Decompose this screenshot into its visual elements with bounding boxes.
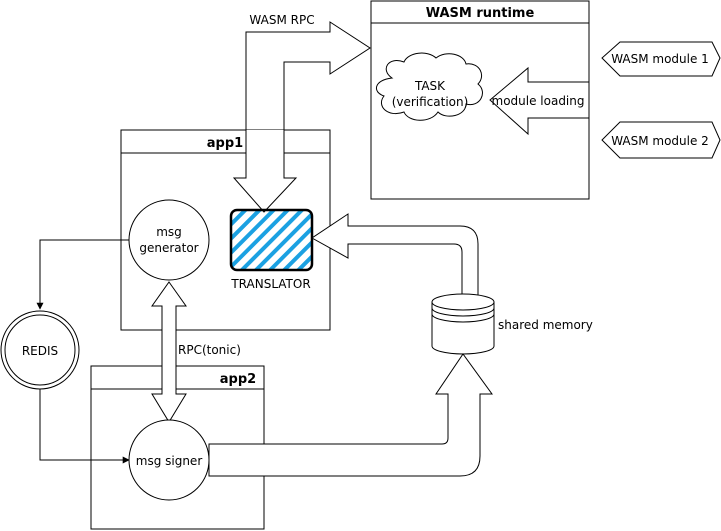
wasm-module-2-label: WASM module 2 bbox=[611, 134, 709, 148]
module-loading-arrow: module loading bbox=[489, 66, 590, 136]
module-loading-label: module loading bbox=[492, 94, 585, 108]
translator-node: TRANSLATOR bbox=[229, 208, 314, 291]
app2-title: app2 bbox=[220, 372, 256, 387]
task-cloud: TASK (verification) bbox=[376, 52, 483, 121]
msg-signer-label: msg signer bbox=[136, 454, 203, 468]
generator-to-redis-connector bbox=[36, 239, 129, 310]
msg-generator-label: msg bbox=[156, 225, 182, 239]
msg-generator-label-2: generator bbox=[139, 241, 198, 255]
shared-memory-to-translator-arrow bbox=[311, 213, 479, 297]
msg-generator-node: msg generator bbox=[128, 199, 210, 281]
task-label: TASK bbox=[414, 79, 446, 93]
redis-node: REDIS bbox=[0, 310, 80, 390]
redis-to-signer-connector bbox=[39, 389, 130, 464]
wasm-module-1: WASM module 1 bbox=[601, 41, 721, 77]
msg-signer-node: msg signer bbox=[128, 419, 210, 501]
redis-label: REDIS bbox=[22, 344, 58, 358]
shared-memory-node: shared memory bbox=[431, 293, 593, 355]
wasm-module-1-label: WASM module 1 bbox=[611, 52, 709, 66]
task-verification-label: (verification) bbox=[392, 95, 469, 109]
wasm-module-2: WASM module 2 bbox=[601, 121, 721, 159]
shared-memory-label: shared memory bbox=[498, 318, 593, 332]
wasm-rpc-label: WASM RPC bbox=[249, 13, 314, 27]
rpc-tonic-label: RPC(tonic) bbox=[178, 343, 241, 357]
signer-to-shared-memory-arrow bbox=[208, 353, 493, 477]
wasm-runtime-title: WASM runtime bbox=[426, 6, 535, 21]
app1-title: app1 bbox=[207, 136, 243, 151]
translator-label: TRANSLATOR bbox=[230, 277, 310, 291]
